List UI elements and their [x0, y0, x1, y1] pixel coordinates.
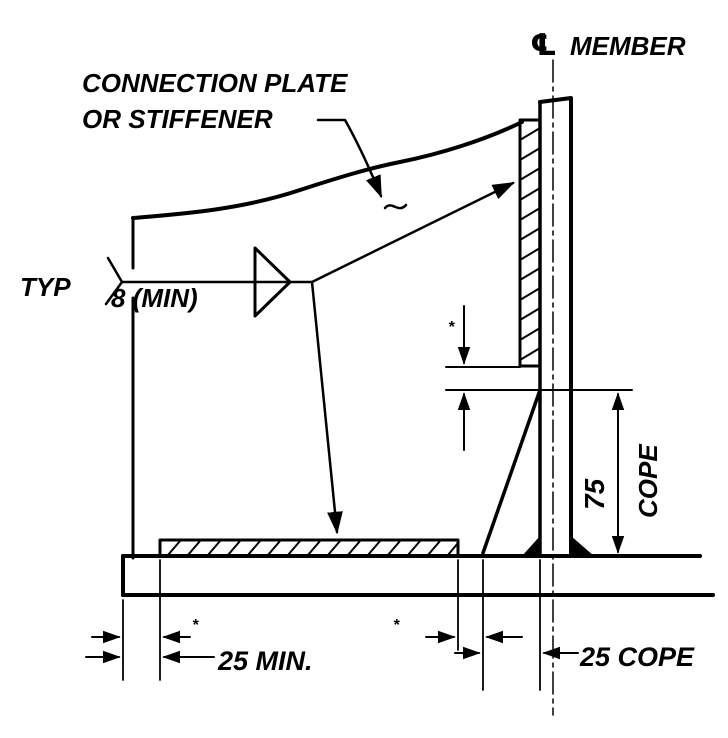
bottom-left-dim-label: 25 MIN. [217, 646, 313, 676]
cope-vertical-dimension [539, 389, 633, 557]
clip-star-label: * [448, 319, 455, 336]
bottom-left-star: * [192, 617, 199, 634]
vertical-weld-hatch [518, 118, 542, 368]
connection-plate-outline [131, 120, 524, 560]
plate-squiggle [383, 203, 408, 210]
weld-symbol [104, 181, 516, 535]
cope-dim-value: 75 [579, 478, 610, 510]
plate-leader [316, 118, 383, 199]
cope-dim-label: COPE [633, 444, 663, 518]
cope-diagonal-line [481, 388, 542, 555]
member-web [538, 96, 573, 558]
weld-size-label: 8 (MIN) [111, 283, 198, 313]
centerline-symbol: ℄ [530, 29, 557, 62]
bottom-right-dim-label: 25 COPE [579, 642, 695, 672]
horizontal-weld-hatch [158, 538, 460, 558]
bottom-right-star: * [393, 617, 400, 634]
plate-label-line2: OR STIFFENER [82, 104, 273, 134]
clip-gap-dimension [445, 305, 541, 451]
plate-label-line1: CONNECTION PLATE [82, 68, 348, 98]
member-base-fillet-weld [522, 536, 594, 556]
bottom-extension-lines [122, 559, 541, 691]
member-label: MEMBER [570, 31, 686, 61]
typ-label: TYP [20, 272, 71, 302]
base-flange-plate [121, 554, 715, 597]
